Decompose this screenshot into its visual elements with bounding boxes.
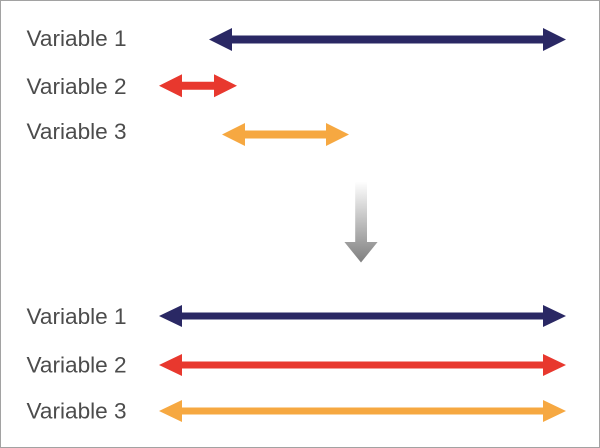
svg-text:Variable 3: Variable 3 xyxy=(27,399,127,424)
svg-text:Variable 1: Variable 1 xyxy=(27,26,127,51)
svg-text:Variable 2: Variable 2 xyxy=(27,74,127,99)
svg-text:Variable 1: Variable 1 xyxy=(27,304,127,329)
svg-text:Variable 2: Variable 2 xyxy=(27,353,127,378)
svg-text:Variable 3: Variable 3 xyxy=(27,119,127,144)
